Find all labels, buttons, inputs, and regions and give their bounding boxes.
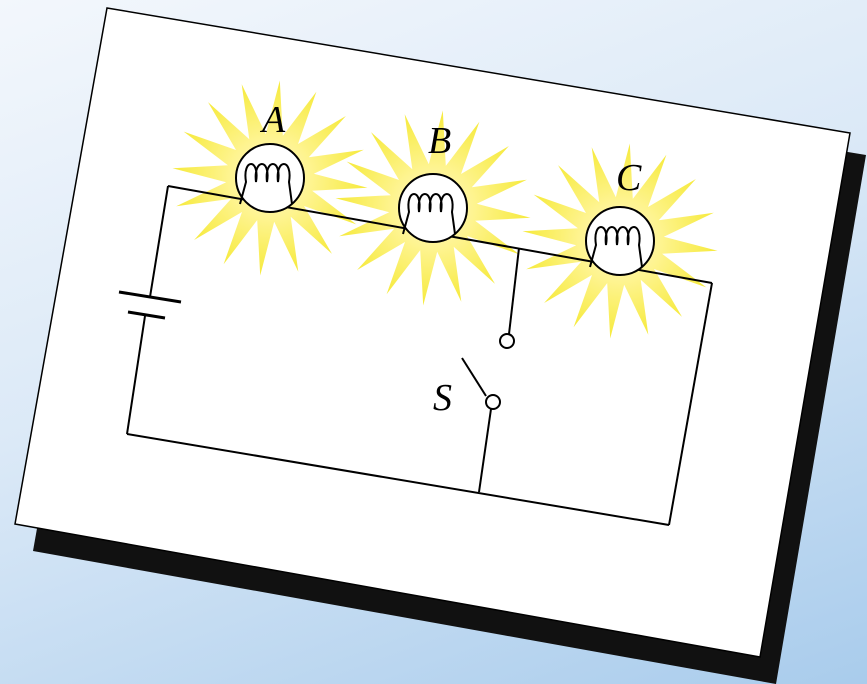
switch-contact-bottom	[485, 394, 501, 410]
switch-blade	[461, 357, 487, 397]
switch-branch-lower	[478, 408, 492, 493]
bulb-c	[585, 206, 655, 276]
switch-branch-upper	[508, 247, 520, 335]
bottom-wire	[126, 433, 670, 526]
right-wire	[668, 282, 713, 526]
bulb-a	[235, 143, 305, 213]
bulb-b	[398, 173, 468, 243]
battery-icon	[118, 290, 182, 320]
switch-contact-top	[499, 333, 515, 349]
switch-label: S	[433, 377, 452, 419]
left-wire-lower	[126, 315, 146, 435]
left-wire-upper	[149, 185, 169, 298]
bulb-a-label: A	[259, 99, 286, 141]
bulb-b-label: B	[428, 120, 451, 162]
bulb-c-label: C	[616, 157, 642, 199]
